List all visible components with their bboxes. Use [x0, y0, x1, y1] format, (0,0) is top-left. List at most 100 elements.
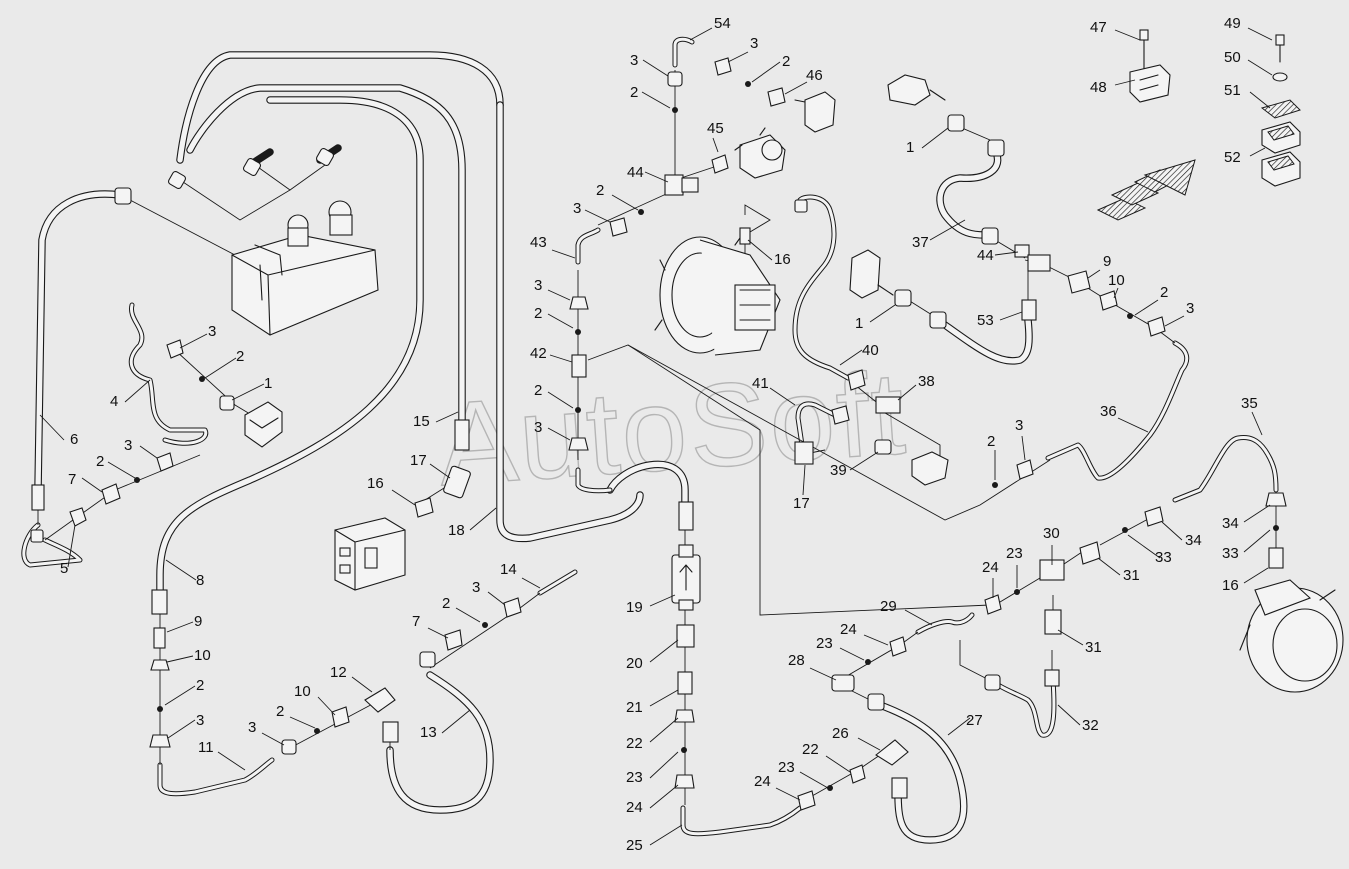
label-11: 11	[198, 739, 214, 756]
label-3: 3	[573, 200, 581, 217]
label-10: 10	[294, 683, 311, 700]
label-23: 23	[626, 769, 643, 786]
label-33: 33	[1155, 549, 1172, 566]
label-3: 3	[534, 419, 542, 436]
label-4: 4	[110, 393, 118, 410]
inline-filter	[671, 544, 701, 611]
label-20: 20	[626, 655, 643, 672]
callout-labels: 54 3 3 2 46 2 45 44 2 3 43 3 2 42 2 3 16…	[60, 15, 1258, 854]
label-21: 21	[626, 699, 643, 716]
fittings	[30, 57, 1287, 811]
label-3: 3	[196, 712, 204, 729]
label-9: 9	[1103, 253, 1111, 270]
hydraulic-motor-center	[654, 236, 781, 356]
switch-upper-right	[887, 74, 946, 106]
label-16: 16	[774, 251, 791, 268]
switch-46	[794, 91, 836, 133]
switch-left	[244, 401, 283, 448]
label-15: 15	[413, 413, 430, 430]
label-9: 9	[194, 613, 202, 630]
label-34: 34	[1185, 532, 1202, 549]
label-36: 36	[1100, 403, 1117, 420]
label-3: 3	[630, 52, 638, 69]
hoses	[34, 51, 1033, 844]
valve-block-upper	[231, 200, 379, 336]
label-54: 54	[714, 15, 731, 32]
label-45: 45	[707, 120, 724, 137]
label-16: 16	[1222, 577, 1239, 594]
label-44: 44	[977, 247, 994, 264]
label-16: 16	[367, 475, 384, 492]
label-38: 38	[918, 373, 935, 390]
label-27: 27	[966, 712, 983, 729]
label-29: 29	[880, 598, 897, 615]
label-24: 24	[754, 773, 771, 790]
label-14: 14	[500, 561, 517, 578]
label-26: 26	[832, 725, 849, 742]
label-18: 18	[448, 522, 465, 539]
label-35: 35	[1241, 395, 1258, 412]
solenoid-mid	[849, 249, 894, 299]
label-24: 24	[840, 621, 857, 638]
label-13: 13	[420, 724, 437, 741]
label-7: 7	[412, 613, 420, 630]
components	[30, 29, 1344, 811]
label-2: 2	[196, 677, 204, 694]
label-32: 32	[1082, 717, 1099, 734]
label-28: 28	[788, 652, 805, 669]
tubes	[21, 36, 1279, 837]
label-46: 46	[806, 67, 823, 84]
label-23: 23	[1006, 545, 1023, 562]
label-51: 51	[1224, 82, 1241, 99]
label-24: 24	[982, 559, 999, 576]
label-3: 3	[1015, 417, 1023, 434]
label-7: 7	[68, 471, 76, 488]
label-8: 8	[196, 572, 204, 589]
label-1: 1	[264, 375, 272, 392]
direction-arrow-icon	[1096, 159, 1196, 221]
label-3: 3	[472, 579, 480, 596]
label-3: 3	[750, 35, 758, 52]
hydraulic-motor-right	[1239, 579, 1344, 693]
label-2: 2	[442, 595, 450, 612]
label-2: 2	[534, 382, 542, 399]
label-31: 31	[1085, 639, 1102, 656]
clamp-assembly	[1129, 29, 1301, 187]
label-2: 2	[96, 453, 104, 470]
label-2: 2	[276, 703, 284, 720]
label-2: 2	[782, 53, 790, 70]
label-43: 43	[530, 234, 547, 251]
label-44: 44	[627, 164, 644, 181]
valve-block-lower	[334, 517, 406, 591]
label-41: 41	[752, 375, 769, 392]
label-3: 3	[124, 437, 132, 454]
label-39: 39	[830, 462, 847, 479]
label-47: 47	[1090, 19, 1107, 36]
label-23: 23	[816, 635, 833, 652]
label-1: 1	[855, 315, 863, 332]
label-2: 2	[987, 433, 995, 450]
label-19: 19	[626, 599, 643, 616]
label-2: 2	[1160, 284, 1168, 301]
label-22: 22	[802, 741, 819, 758]
label-3: 3	[1186, 300, 1194, 317]
label-10: 10	[1108, 272, 1125, 289]
label-31: 31	[1123, 567, 1140, 584]
label-50: 50	[1224, 49, 1241, 66]
label-42: 42	[530, 345, 547, 362]
callout-ticks	[39, 27, 1273, 846]
label-10: 10	[194, 647, 211, 664]
label-17: 17	[793, 495, 810, 512]
label-30: 30	[1043, 525, 1060, 542]
label-3: 3	[208, 323, 216, 340]
label-6: 6	[70, 431, 78, 448]
label-49: 49	[1224, 15, 1241, 32]
label-17: 17	[410, 452, 427, 469]
label-3: 3	[248, 719, 256, 736]
label-48: 48	[1090, 79, 1107, 96]
label-34: 34	[1222, 515, 1239, 532]
switch-39	[911, 451, 949, 486]
label-3: 3	[534, 277, 542, 294]
label-53: 53	[977, 312, 994, 329]
gear-pump	[734, 127, 786, 179]
